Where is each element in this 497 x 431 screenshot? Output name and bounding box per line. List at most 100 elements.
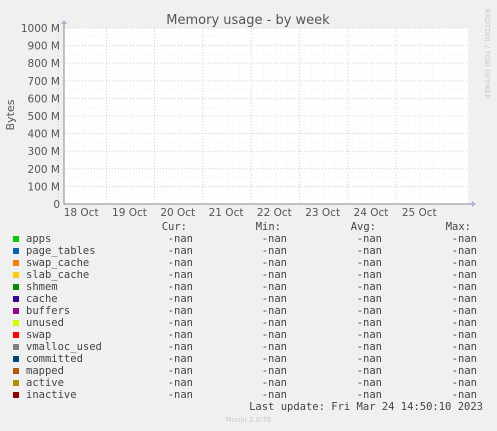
legend-header-max: Max: — [445, 221, 471, 233]
y-tick-label: 600 M — [28, 93, 60, 105]
legend-value-avg: -nan — [356, 365, 382, 377]
legend-series-name: unused — [26, 317, 64, 329]
legend-row-active: active-nan-nan-nan-nan — [0, 377, 497, 389]
legend-row-mapped: mapped -nan -nan -nan -nan — [0, 365, 497, 377]
legend-value-min: -nan — [261, 353, 287, 365]
legend-value-cur: -nan — [167, 353, 193, 365]
legend-swatch — [13, 248, 19, 254]
legend-row-page-tables: page_tables-nan-nan-nan-nan — [0, 245, 497, 257]
legend-value-cur: -nan — [167, 257, 193, 269]
legend-value-avg: -nan — [356, 293, 382, 305]
legend-swatch — [13, 320, 19, 326]
legend-value-max: -nan — [451, 257, 477, 269]
legend-series-name: apps — [26, 233, 52, 245]
legend-value-avg: -nan — [356, 317, 382, 329]
legend-row-apps: apps-nan-nan-nan-nan — [0, 233, 497, 245]
legend-value-cur: -nan — [167, 377, 193, 389]
legend-series-name: cache — [26, 293, 58, 305]
legend-series-name: inactive — [26, 389, 77, 401]
legend-value-cur: -nan — [167, 293, 193, 305]
legend-row-shmem: shmem-nan-nan-nan-nan — [0, 281, 497, 293]
legend-value-max: -nan — [451, 353, 477, 365]
legend-value-min: -nan — [261, 305, 287, 317]
legend-value-cur: -nan — [167, 317, 193, 329]
legend-value-avg: -nan — [356, 353, 382, 365]
legend-value-avg: -nan — [356, 341, 382, 353]
munin-version: Munin 2.0.76 — [225, 416, 272, 424]
legend-value-max: -nan — [451, 365, 477, 377]
legend-series-name: page_tables — [26, 245, 96, 257]
legend-value-min: -nan — [261, 281, 287, 293]
legend-value-avg: -nan — [356, 281, 382, 293]
y-tick-label: 100 M — [28, 181, 60, 193]
legend-value-avg: -nan — [356, 245, 382, 257]
x-tick-label: 25 Oct — [402, 207, 437, 219]
x-tick-label: 21 Oct — [209, 207, 244, 219]
legend-header-avg: Avg: — [350, 221, 376, 233]
legend-value-max: -nan — [451, 389, 477, 401]
legend-swatch — [13, 368, 19, 374]
legend-value-min: -nan — [261, 341, 287, 353]
legend-value-max: -nan — [451, 305, 477, 317]
legend-row-vmalloc-used: vmalloc_used-nan-nan-nan-nan — [0, 341, 497, 353]
legend-row-swap-cache: swap_cache-nan-nan-nan-nan — [0, 257, 497, 269]
chart-title: Memory usage - by week — [166, 13, 330, 28]
legend-value-max: -nan — [451, 377, 477, 389]
legend-value-max: -nan — [451, 317, 477, 329]
x-axis-arrow — [472, 201, 476, 207]
legend-row-committed: committed -nan -nan -nan -nan — [0, 353, 497, 365]
x-tick-label: 19 Oct — [112, 207, 147, 219]
legend-value-cur: -nan — [167, 245, 193, 257]
y-axis-arrow — [61, 20, 67, 24]
grid — [57, 27, 468, 205]
legend-value-cur: -nan — [167, 233, 193, 245]
x-tick-label: 24 Oct — [354, 207, 389, 219]
legend-value-min: -nan — [261, 257, 287, 269]
x-tick-label: 20 Oct — [160, 207, 195, 219]
legend-swatch — [13, 260, 19, 266]
y-tick-label: 700 M — [28, 76, 60, 88]
legend-row-swap: swap-nan-nan-nan-nan — [0, 329, 497, 341]
legend-value-cur: -nan — [167, 365, 193, 377]
legend-series-name: vmalloc_used — [26, 341, 102, 353]
x-tick-label: 18 Oct — [64, 207, 99, 219]
legend-value-cur: -nan — [167, 281, 193, 293]
legend-row-cache: cache-nan-nan-nan-nan — [0, 293, 497, 305]
legend-series-name: swap — [26, 329, 52, 341]
legend-series-name: shmem — [26, 281, 58, 293]
y-tick-label: 800 M — [28, 58, 60, 70]
legend-swatch — [13, 284, 19, 290]
legend-value-avg: -nan — [356, 377, 382, 389]
legend-row-buffers: buffers-nan-nan-nan-nan — [0, 305, 497, 317]
legend-series-name: swap_cache — [26, 257, 90, 269]
legend-series-name: mapped — [26, 365, 64, 377]
y-tick-label: 500 M — [28, 111, 60, 123]
y-tick-label: 300 M — [28, 146, 60, 158]
legend-value-avg: -nan — [356, 329, 382, 341]
y-tick-label: 0 — [53, 199, 60, 211]
legend-series-name: committed — [26, 353, 83, 365]
legend-value-cur: -nan — [167, 329, 193, 341]
rrdtool-credit: RRDTOOL / TOBI OETIKER — [483, 8, 491, 100]
legend-swatch — [13, 344, 19, 350]
legend-value-cur: -nan — [167, 269, 193, 281]
legend-header-min: Min: — [255, 221, 281, 233]
legend-series-name: slab_cache — [26, 269, 90, 281]
legend-swatch — [13, 296, 19, 302]
y-axis-label: Bytes — [4, 99, 17, 130]
axes — [61, 20, 476, 207]
legend-value-avg: -nan — [356, 305, 382, 317]
legend-series-name: buffers — [26, 305, 71, 317]
legend-row-slab-cache: slab_cache-nan-nan-nan-nan — [0, 269, 497, 281]
legend-value-min: -nan — [261, 365, 287, 377]
legend-value-max: -nan — [451, 269, 477, 281]
legend-value-max: -nan — [451, 341, 477, 353]
legend-row-unused: unused-nan-nan-nan-nan — [0, 317, 497, 329]
legend-series-name: active — [26, 377, 64, 389]
legend-value-max: -nan — [451, 329, 477, 341]
y-tick-label: 900 M — [28, 41, 60, 53]
legend-value-min: -nan — [261, 269, 287, 281]
